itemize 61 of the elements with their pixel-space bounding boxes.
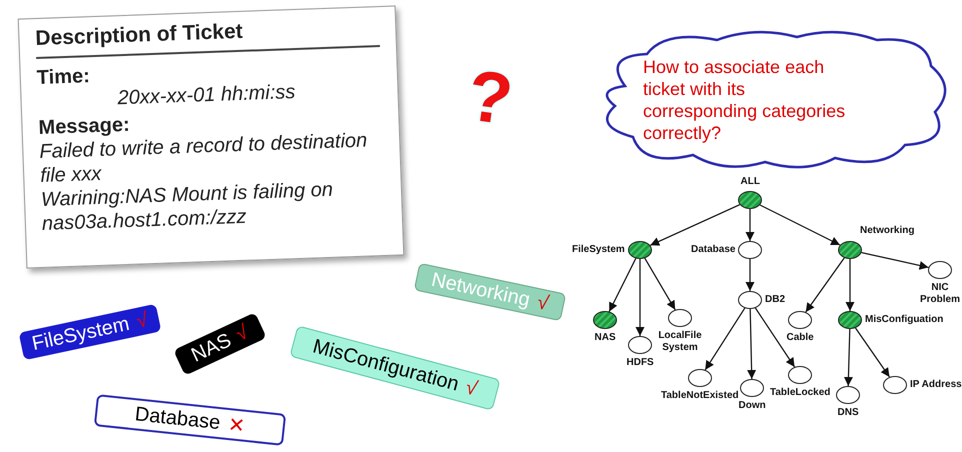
question-text: How to associate each ticket with its corresponding categories correctly? [643, 56, 846, 144]
node-label: ALL [740, 176, 760, 188]
arrow [844, 328, 853, 386]
arrow [861, 252, 929, 270]
node-label: HDFS [626, 357, 654, 369]
arrow [608, 258, 636, 312]
node-label: TableLocked [770, 387, 830, 399]
tree-node-circle [738, 191, 762, 209]
node-label: DB2 [765, 294, 786, 306]
arrow [704, 308, 746, 370]
node-label: NAS [594, 332, 616, 344]
check-mark: √ [463, 376, 480, 401]
tag-label: Database [134, 402, 222, 435]
cross-mark: ✕ [226, 412, 246, 438]
arrow [846, 259, 854, 311]
tree-node-circle [688, 369, 712, 387]
check-mark: √ [134, 308, 150, 334]
field-label: Message: [38, 112, 132, 140]
tree-node-circle [883, 376, 907, 394]
check-mark: √ [232, 320, 252, 346]
tree-node-circle [740, 379, 764, 397]
node-label: MisConfiguation [865, 314, 944, 326]
tree-node-circle [738, 241, 762, 259]
arrow [746, 259, 754, 291]
tree-node-circle [788, 366, 812, 384]
node-label: Cable [786, 332, 814, 344]
node-label: Database [691, 244, 736, 256]
tree-node-circle [628, 336, 652, 354]
card-title: Description of Ticket [35, 15, 380, 60]
tree-node-circle [838, 311, 862, 329]
arrow [644, 258, 676, 310]
node-label: NIC Problem [918, 282, 961, 306]
tree-node-circle [668, 309, 692, 327]
arrow [754, 308, 796, 368]
node-label: Networking [860, 225, 914, 237]
node-label: TableNotExisted [661, 390, 739, 402]
arrow [636, 259, 644, 336]
field-label: Time: [36, 64, 92, 90]
tag-label: FileSystem [30, 312, 132, 356]
tree-node-circle [838, 241, 862, 259]
arrow [805, 258, 845, 312]
arrow [746, 209, 754, 241]
timestamp: 20xx-xx-01 hh:mi:ss [116, 80, 297, 112]
node-label: Down [738, 400, 766, 412]
tree-node-circle [593, 311, 617, 329]
node-label: FileSystem [572, 244, 625, 256]
arrow [650, 204, 740, 246]
node-label: IP Address [910, 379, 962, 391]
tree-node-circle [788, 311, 812, 329]
tag-label: NAS [188, 328, 235, 368]
tree-node-circle [628, 241, 652, 259]
check-mark: √ [535, 290, 551, 316]
arrow [855, 328, 890, 378]
question-mark: ? [463, 59, 517, 137]
arrow [747, 308, 756, 380]
tree-node-circle [928, 261, 952, 279]
tree-node-circle [836, 386, 860, 404]
node-label: LocalFile System [657, 330, 703, 354]
tree-node-circle [738, 291, 762, 309]
node-label: DNS [838, 407, 859, 419]
arrow [760, 204, 840, 246]
